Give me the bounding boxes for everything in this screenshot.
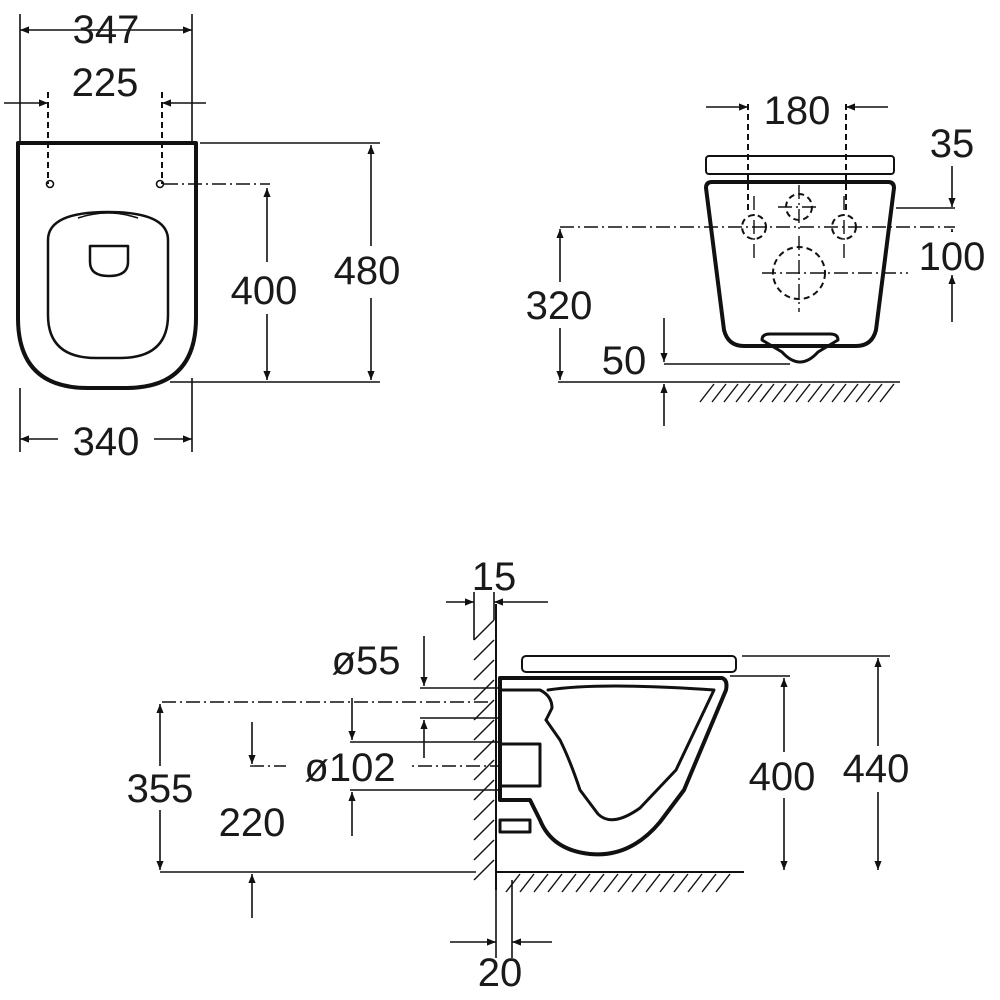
rear-view-body xyxy=(704,180,896,348)
rear-view-outlet xyxy=(760,332,840,364)
side-view-floor-hatch xyxy=(505,873,731,893)
dim-seat-height: 440 xyxy=(843,747,910,791)
dim-body-width: 340 xyxy=(73,420,140,464)
top-view-seat-opening xyxy=(46,210,170,360)
top-view-hinge xyxy=(77,212,139,219)
dim-outlet-height: 320 xyxy=(526,284,593,328)
dim-outlet-height: 220 xyxy=(219,801,286,845)
side-view-outlet-pipe xyxy=(498,742,542,788)
dim-seat-to-bolts: 35 xyxy=(930,122,975,166)
top-view-bowl-outline xyxy=(16,141,198,390)
dim-inlet-diameter: ø55 xyxy=(332,639,401,683)
side-view-inlet-pipe xyxy=(498,688,554,722)
dim-overall-width: 347 xyxy=(73,8,140,52)
top-view-fixing-hole-left xyxy=(45,179,55,189)
dim-bolt-spacing: 180 xyxy=(764,89,831,133)
top-view-water-area xyxy=(88,244,130,278)
side-view-bowl-inner xyxy=(544,684,716,822)
side-view-wall-hatch xyxy=(473,619,495,881)
rear-view-seat xyxy=(705,155,895,175)
dim-wall-gap-top: 15 xyxy=(472,555,517,599)
dim-inlet-height: 355 xyxy=(127,767,194,811)
rear-view-floor-hatch xyxy=(699,383,895,403)
side-view-foot xyxy=(498,818,532,834)
rear-view: 180 35 100 320 50 xyxy=(512,89,998,426)
top-view-fixing-hole-right xyxy=(155,179,165,189)
side-view: 15 ø55 ø102 355 220 400 440 20 xyxy=(110,555,928,995)
dim-bolt-to-outlet: 100 xyxy=(919,235,986,279)
dim-fixing-to-front: 400 xyxy=(231,269,298,313)
side-view-seat xyxy=(521,655,737,673)
dim-wall-gap-bottom: 20 xyxy=(478,951,523,995)
side-view-bowl-outline xyxy=(498,676,729,857)
dim-base-height: 50 xyxy=(602,339,647,383)
dim-rim-height: 400 xyxy=(749,755,816,799)
dim-overall-length: 480 xyxy=(334,249,401,293)
dim-outlet-diameter: ø102 xyxy=(304,746,395,790)
top-view: 347 225 400 480 340 xyxy=(4,8,420,464)
dim-fixing-spacing: 225 xyxy=(72,61,139,105)
